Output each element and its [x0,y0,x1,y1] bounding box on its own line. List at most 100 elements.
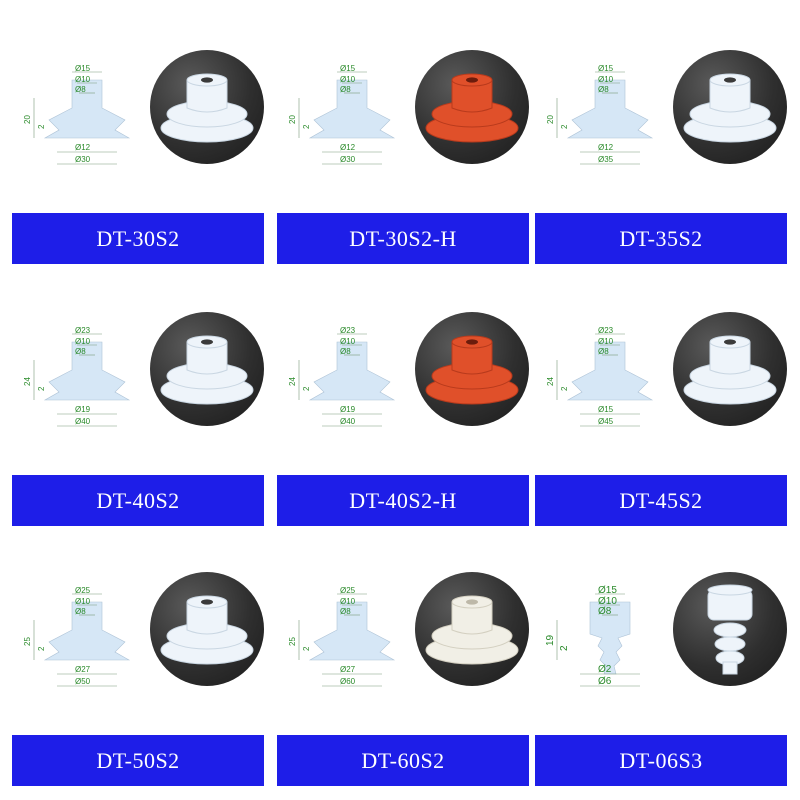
dimension-step: 2 [37,646,46,651]
dimension-base_outer: Ø35 [598,155,614,164]
product-photo [673,50,787,164]
dimension-top_d: Ø15 [598,64,614,73]
product-photo [150,312,264,426]
dimension-base_outer: Ø45 [598,417,614,426]
dimension-step: 2 [302,646,311,651]
dimension-height: 25 [288,637,297,646]
model-label: DT-30S2-H [277,213,529,264]
model-label: DT-40S2-H [277,475,529,526]
dimension-top_d: Ø15 [598,585,617,596]
dimension-inner_d: Ø8 [75,85,86,94]
dimension-base_inner: Ø19 [75,405,91,414]
model-label: DT-06S3 [535,735,787,786]
dimension-top_d: Ø15 [75,64,91,73]
dimension-step: 2 [37,386,46,391]
dimension-mid_d: Ø10 [340,75,356,84]
dimension-mid_d: Ø10 [340,337,356,346]
product-photo-shape [160,335,254,405]
product-photo [415,50,529,164]
dimension-mid_d: Ø10 [598,75,614,84]
dimension-inner_d: Ø8 [75,347,86,356]
product-photo-shape [707,584,753,675]
dimension-top_d: Ø25 [340,586,356,595]
dimension-inner_d: Ø8 [598,347,609,356]
dimension-step: 2 [560,124,569,129]
dimension-base_inner: Ø12 [75,143,91,152]
product-photo-shape [425,595,519,665]
dimension-base_inner: Ø2 [598,664,612,675]
dimension-inner_d: Ø8 [75,607,86,616]
dimension-top_d: Ø23 [598,326,614,335]
dimension-top_d: Ø23 [340,326,356,335]
dimension-base_outer: Ø30 [75,155,91,164]
model-label: DT-50S2 [12,735,264,786]
dimension-base_outer: Ø30 [340,155,356,164]
model-label: DT-35S2 [535,213,787,264]
dimension-height: 24 [546,377,555,386]
dimension-height: 20 [546,115,555,124]
dimension-top_d: Ø25 [75,586,91,595]
dimension-height: 25 [23,637,32,646]
dimension-mid_d: Ø10 [598,596,617,607]
product-photo [673,312,787,426]
dimension-base_inner: Ø12 [598,143,614,152]
product-photo [150,572,264,686]
dimension-base_outer: Ø50 [75,677,91,686]
dimension-base_outer: Ø60 [340,677,356,686]
product-photo-shape [683,335,777,405]
model-label: DT-45S2 [535,475,787,526]
product-photo-shape [425,335,519,405]
dimension-step: 2 [302,124,311,129]
dimension-step: 2 [560,386,569,391]
dimension-top_d: Ø23 [75,326,91,335]
dimension-mid_d: Ø10 [598,337,614,346]
product-photo [673,572,787,686]
dimension-base_inner: Ø15 [598,405,614,414]
model-label: DT-40S2 [12,475,264,526]
dimension-base_inner: Ø12 [340,143,356,152]
dimension-height: 24 [23,377,32,386]
dimension-height: 24 [288,377,297,386]
dimension-mid_d: Ø10 [75,75,91,84]
dimension-step: 2 [302,386,311,391]
dimension-inner_d: Ø8 [598,85,609,94]
dimension-top_d: Ø15 [340,64,356,73]
dimension-step: 2 [37,124,46,129]
dimension-inner_d: Ø8 [340,607,351,616]
product-photo-shape [160,73,254,143]
dimension-base_outer: Ø40 [340,417,356,426]
dimension-height: 19 [545,634,556,646]
dimension-inner_d: Ø8 [340,347,351,356]
dimension-height: 20 [288,115,297,124]
dimension-mid_d: Ø10 [75,337,91,346]
dimension-base_inner: Ø19 [340,405,356,414]
model-label: DT-60S2 [277,735,529,786]
model-label: DT-30S2 [12,213,264,264]
product-photo-shape [425,73,519,143]
dimension-step: 2 [559,645,570,651]
dimension-height: 20 [23,115,32,124]
